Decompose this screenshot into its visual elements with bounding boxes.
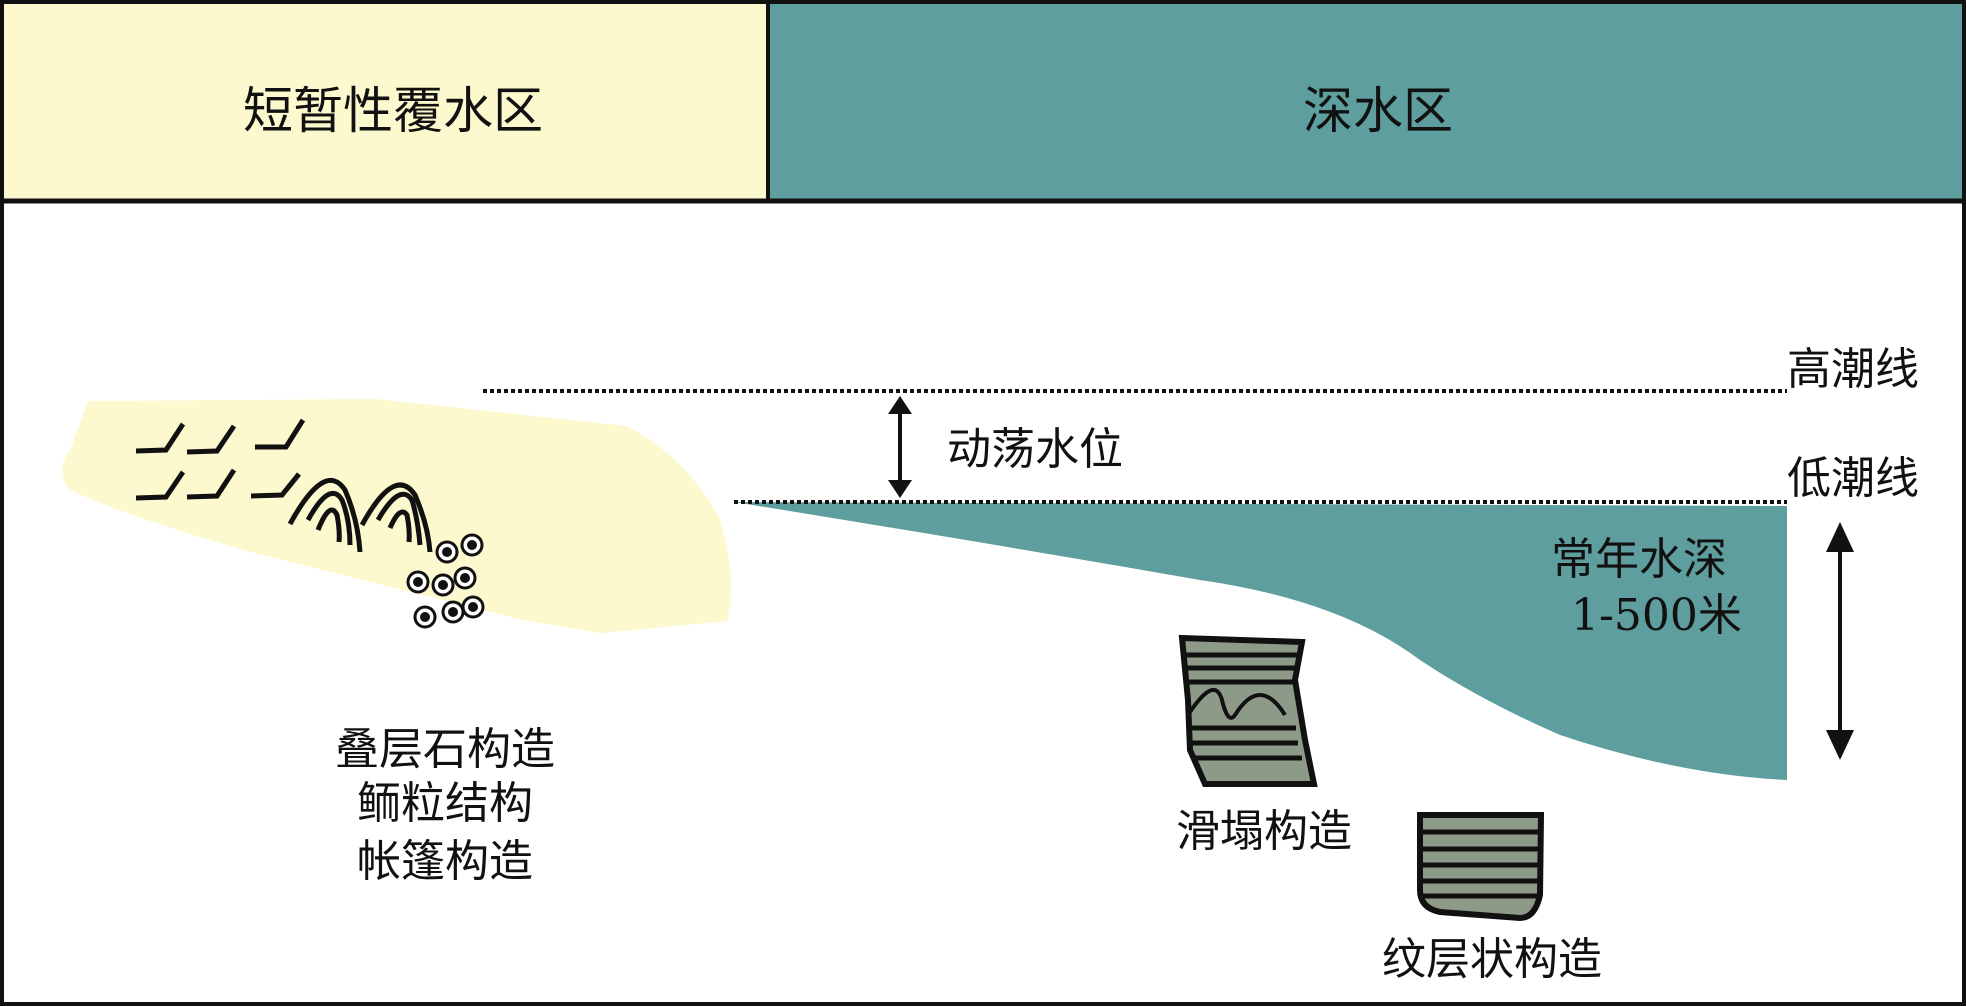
stromatolite-icons <box>287 477 433 553</box>
fluctuating-level-label: 动荡水位 <box>947 424 1123 475</box>
stromatolite-label: 叠层石构造 <box>335 724 555 775</box>
shallow-zone-label: 短暂性覆水区 <box>243 82 543 140</box>
tent-structure-label: 帐篷构造 <box>357 836 533 887</box>
perennial-depth-label: 常年水深 <box>1551 534 1727 585</box>
slump-structure-icon <box>1178 634 1318 787</box>
oolitic-label: 鲕粒结构 <box>357 778 533 829</box>
tent-structure-icons <box>135 418 306 501</box>
shallow-zone-header <box>2 2 768 201</box>
perennial-depth-range: 1-500米 <box>1571 590 1742 641</box>
laminated-structure-label: 纹层状构造 <box>1382 934 1602 985</box>
high-tide-label: 高潮线 <box>1787 344 1919 395</box>
deep-water-wedge <box>734 502 1787 780</box>
fluctuation-arrow-icon <box>888 396 912 498</box>
deep-zone-label: 深水区 <box>1303 82 1453 140</box>
ooid-icons <box>406 533 485 629</box>
low-tide-label: 低潮线 <box>1787 453 1919 504</box>
slump-structure-label: 滑塌构造 <box>1176 806 1352 857</box>
deep-zone-header <box>768 2 1964 201</box>
depth-arrow-icon <box>1826 522 1854 760</box>
laminated-structure-icon <box>1417 812 1545 922</box>
